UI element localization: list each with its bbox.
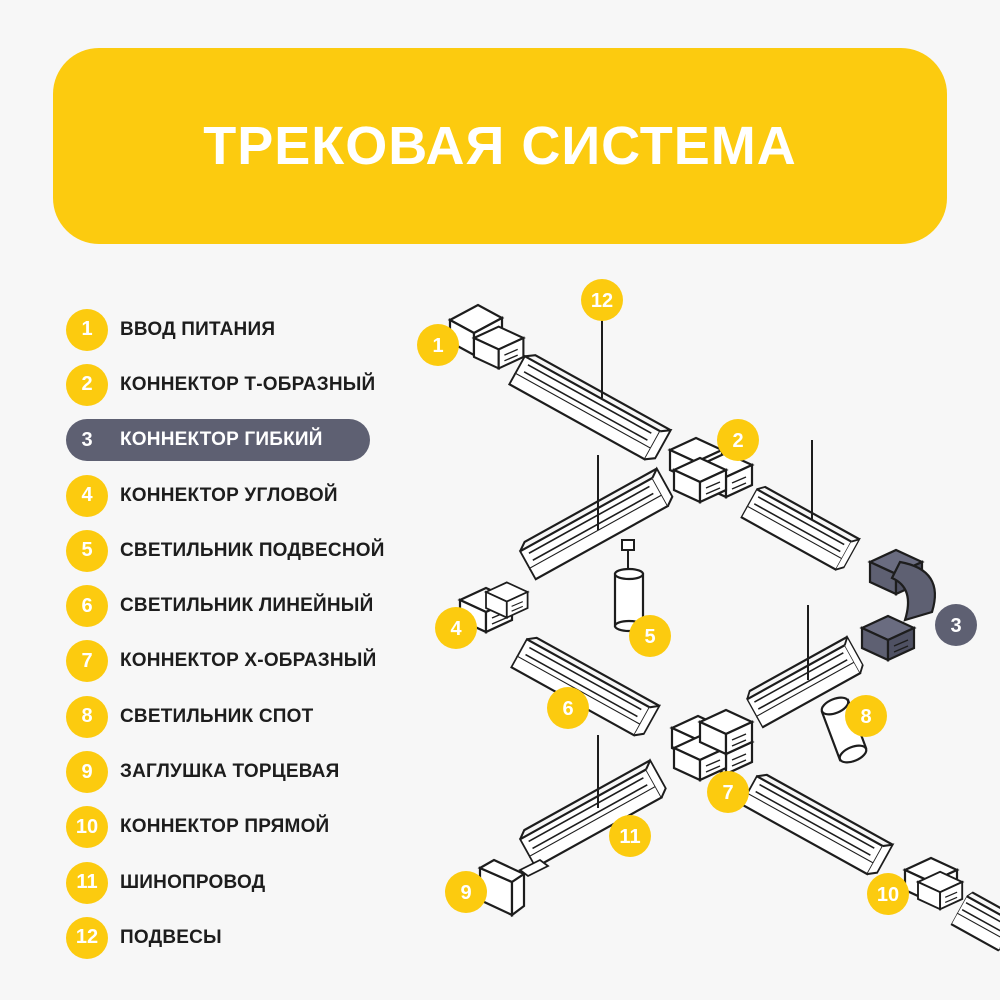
pendant-light-part	[613, 539, 645, 633]
diagram-badge-9: 9	[445, 871, 487, 913]
svg-text:7: 7	[722, 782, 733, 804]
legend-item: 4 КОННЕКТОР УГЛОВОЙ	[66, 468, 426, 523]
svg-text:2: 2	[732, 430, 743, 452]
svg-text:11: 11	[619, 826, 640, 848]
legend-number-badge: 7	[66, 640, 108, 683]
rail-segment	[516, 467, 677, 581]
rail-segment	[740, 769, 894, 879]
legend-number-badge: 2	[66, 363, 108, 406]
legend-number-badge: 3	[81, 428, 93, 451]
svg-text:1: 1	[432, 335, 443, 357]
legend-item-active: 3 КОННЕКТОР ГИБКИЙ	[66, 413, 426, 468]
title-banner: ТРЕКОВАЯ СИСТЕМА	[53, 48, 947, 244]
svg-text:12: 12	[591, 290, 613, 312]
legend-label: КОННЕКТОР Т-ОБРАЗНЫЙ	[120, 373, 376, 395]
legend-item: 5 СВЕТИЛЬНИК ПОДВЕСНОЙ	[66, 523, 426, 578]
power-input-part	[447, 303, 525, 370]
legend-label: КОННЕКТОР Х-ОБРАЗНЫЙ	[120, 650, 377, 672]
diagram-badge-11: 11	[609, 815, 651, 857]
diagram-badge-5: 5	[629, 615, 671, 657]
x-connector-part	[670, 708, 754, 782]
legend-label: ШИНОПРОВОД	[120, 871, 266, 893]
legend-label: СВЕТИЛЬНИК ЛИНЕЙНЫЙ	[120, 595, 374, 617]
legend-label: КОННЕКТОР ПРЯМОЙ	[120, 816, 330, 838]
legend-item: 8 СВЕТИЛЬНИК СПОТ	[66, 689, 426, 744]
diagram-badge-3: 3	[935, 604, 977, 646]
legend-item: 9 ЗАГЛУШКА ТОРЦЕВАЯ	[66, 744, 426, 799]
svg-text:4: 4	[450, 618, 462, 640]
legend-number-badge: 12	[66, 916, 108, 959]
rail-segment	[740, 482, 861, 574]
legend-item: 12 ПОДВЕСЫ	[66, 910, 426, 965]
spot-light-part	[820, 696, 868, 764]
suspension-cable	[597, 318, 813, 808]
diagram-badge-12: 12	[581, 279, 623, 321]
diagram-badge-8: 8	[845, 695, 887, 737]
diagram-badge-6: 6	[547, 687, 589, 729]
svg-text:10: 10	[877, 884, 899, 906]
legend-label: КОННЕКТОР УГЛОВОЙ	[120, 484, 338, 506]
legend-number-badge: 5	[66, 529, 108, 572]
legend-label: ЗАГЛУШКА ТОРЦЕВАЯ	[120, 761, 340, 783]
legend-number-badge: 8	[66, 695, 108, 738]
svg-text:8: 8	[860, 706, 871, 728]
flexible-connector-part	[860, 548, 937, 662]
rail-segment	[516, 759, 670, 869]
svg-text:3: 3	[950, 615, 961, 637]
svg-text:9: 9	[460, 882, 471, 904]
page-title: ТРЕКОВАЯ СИСТЕМА	[203, 116, 797, 176]
legend-item: 1 ВВОД ПИТАНИЯ	[66, 302, 426, 357]
legend-item: 7 КОННЕКТОР Х-ОБРАЗНЫЙ	[66, 634, 426, 689]
diagram-badge-1: 1	[417, 324, 459, 366]
legend-number-badge: 11	[66, 861, 108, 904]
svg-text:5: 5	[644, 626, 655, 648]
diagram-badge-7: 7	[707, 771, 749, 813]
legend-item: 2 КОННЕКТОР Т-ОБРАЗНЫЙ	[66, 357, 426, 412]
legend-label: СВЕТИЛЬНИК ПОДВЕСНОЙ	[120, 539, 385, 561]
legend-label: СВЕТИЛЬНИК СПОТ	[120, 705, 314, 727]
legend-number-badge: 10	[66, 806, 108, 849]
legend-number-badge: 6	[66, 585, 108, 628]
diagram-badge-10: 10	[867, 873, 909, 915]
legend-item: 6 СВЕТИЛЬНИК ЛИНЕЙНЫЙ	[66, 578, 426, 633]
legend-label: ВВОД ПИТАНИЯ	[120, 318, 276, 340]
diagram-badge-2: 2	[717, 419, 759, 461]
legend-item: 11 ШИНОПРОВОД	[66, 855, 426, 910]
legend-number-badge: 1	[66, 308, 108, 351]
end-cap-part	[477, 858, 550, 918]
legend-list: 1 ВВОД ПИТАНИЯ 2 КОННЕКТОР Т-ОБРАЗНЫЙ 3 …	[66, 302, 426, 966]
legend-number-badge: 4	[66, 474, 108, 517]
active-highlight-pill	[66, 418, 370, 461]
straight-connector-part	[903, 856, 964, 911]
legend-item: 10 КОННЕКТОР ПРЯМОЙ	[66, 800, 426, 855]
legend-number-badge: 9	[66, 751, 108, 794]
rail-segment	[508, 349, 672, 465]
diagram-badge-4: 4	[435, 607, 477, 649]
svg-text:6: 6	[562, 698, 573, 720]
legend-label: КОННЕКТОР ГИБКИЙ	[120, 429, 323, 451]
legend-label: ПОДВЕСЫ	[120, 926, 222, 948]
